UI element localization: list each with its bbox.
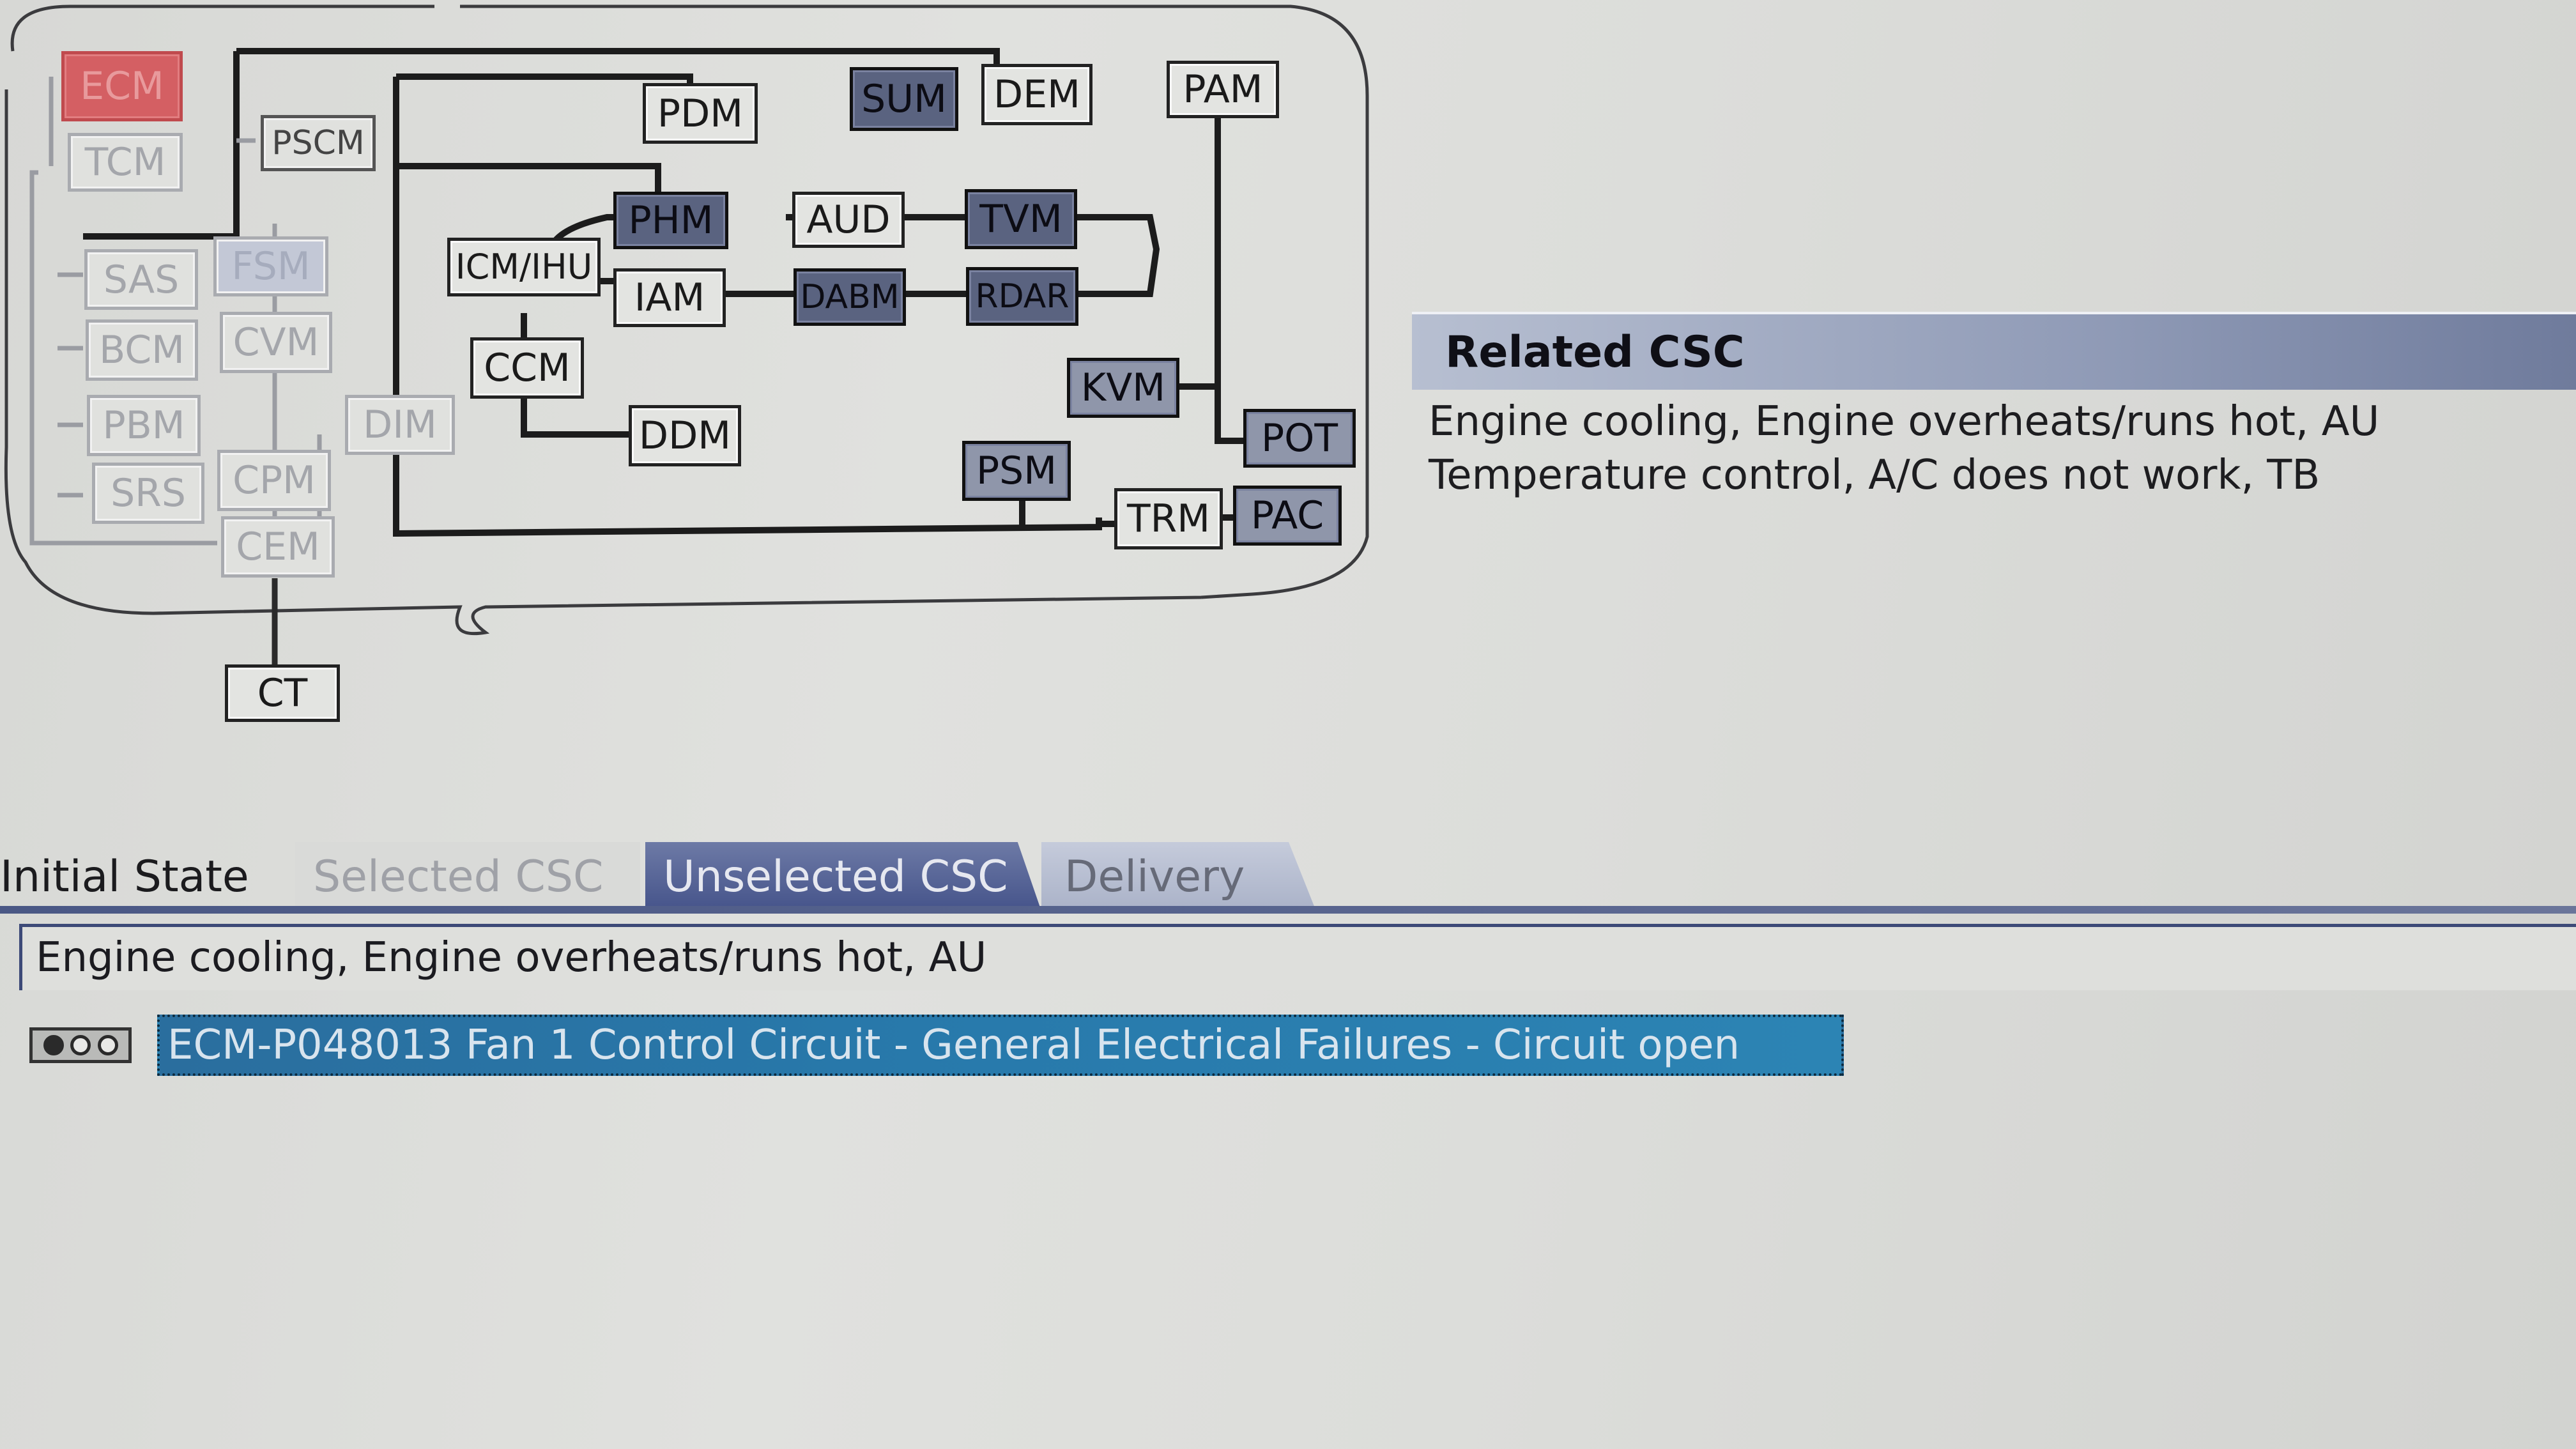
tab-delivery[interactable]: Delivery [1041,842,1316,911]
tab-unselected-csc[interactable]: Unselected CSC [645,842,1041,911]
node-phm[interactable]: PHM [613,192,728,249]
node-tcm[interactable]: TCM [68,133,183,192]
node-dim[interactable]: DIM [345,395,455,455]
related-csc-item[interactable]: Engine cooling, Engine overheats/runs ho… [1429,398,2380,445]
node-trm[interactable]: TRM [1114,488,1223,549]
node-ecm[interactable]: ECM [61,51,183,121]
related-csc-header: Related CSC [1412,312,2576,390]
node-fsm[interactable]: FSM [213,236,328,296]
node-sas[interactable]: SAS [84,249,198,310]
node-cem[interactable]: CEM [221,516,335,578]
node-psm[interactable]: PSM [962,441,1071,501]
node-kvm[interactable]: KVM [1067,358,1179,418]
node-pam[interactable]: PAM [1167,61,1279,118]
status-dot-icon [97,1035,118,1055]
node-dem[interactable]: DEM [981,64,1092,125]
node-icm-ihu[interactable]: ICM/IHU [447,238,601,296]
fault-row[interactable]: ECM-P048013 Fan 1 Control Circuit - Gene… [29,1015,1844,1076]
node-bcm[interactable]: BCM [86,319,198,381]
related-csc-item[interactable]: Temperature control, A/C does not work, … [1429,452,2320,499]
status-indicator[interactable] [29,1027,132,1063]
node-pdm[interactable]: PDM [643,83,758,144]
node-ddm[interactable]: DDM [629,405,741,466]
status-dot-icon [70,1035,91,1055]
node-pbm[interactable]: PBM [87,395,201,456]
node-cvm[interactable]: CVM [220,312,332,373]
tab-selected-csc[interactable]: Selected CSC [295,842,640,911]
node-pscm[interactable]: PSCM [261,115,376,171]
node-srs[interactable]: SRS [92,463,204,524]
node-rdar[interactable]: RDAR [966,267,1078,326]
node-ccm[interactable]: CCM [470,337,584,399]
node-cpm[interactable]: CPM [217,450,331,511]
tab-bar: Initial State Selected CSC Unselected CS… [0,842,2576,911]
node-iam[interactable]: IAM [613,268,726,327]
network-topology-diagram: ECM TCM PSCM PDM SUM DEM PAM SAS FSM ICM… [0,0,1406,735]
node-sum[interactable]: SUM [850,67,958,131]
related-csc-list: Engine cooling, Engine overheats/runs ho… [1429,395,2572,502]
content-frame [19,924,2576,990]
fault-code-item[interactable]: ECM-P048013 Fan 1 Control Circuit - Gene… [157,1015,1844,1076]
tab-initial-state[interactable]: Initial State [0,851,249,902]
node-ct[interactable]: CT [225,664,340,722]
status-dot-icon [43,1035,64,1055]
node-pot[interactable]: POT [1243,409,1356,468]
tab-underline [0,906,2576,914]
csc-title: Engine cooling, Engine overheats/runs ho… [36,934,987,981]
node-dabm[interactable]: DABM [793,268,906,326]
node-tvm[interactable]: TVM [965,189,1077,249]
node-aud[interactable]: AUD [792,192,905,248]
node-pac[interactable]: PAC [1233,486,1342,546]
